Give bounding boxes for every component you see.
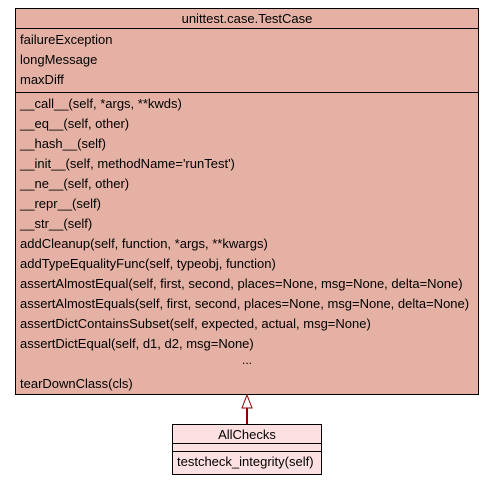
method-teardown-class: tearDownClass(cls) <box>20 376 133 391</box>
attribute-long-message: longMessage <box>20 52 98 67</box>
method-assert-dict-contains-subset: assertDictContainsSubset(self, expected,… <box>20 316 371 331</box>
testcase-class-name: unittest.case.TestCase <box>16 9 478 29</box>
method-init: __init__(self, methodName='runTest') <box>20 156 235 171</box>
method-eq: __eq__(self, other) <box>20 116 130 131</box>
method-add-cleanup: addCleanup(self, function, *args, **kwar… <box>20 236 268 251</box>
method-add-type-equality-func: addTypeEqualityFunc(self, typeobj, funct… <box>20 256 276 271</box>
method-str: __str__(self) <box>20 216 93 231</box>
attribute-failure-exception: failureException <box>20 32 113 47</box>
method-hash: __hash__(self) <box>20 136 106 151</box>
testcase-methods: __call__(self, *args, **kwds) __eq__(sel… <box>16 93 478 394</box>
method-ne: __ne__(self, other) <box>20 176 130 191</box>
method-testcheck-integrity: testcheck_integrity(self) <box>177 454 314 469</box>
attribute-max-diff: maxDiff <box>20 72 64 87</box>
method-repr: __repr__(self) <box>20 196 101 211</box>
allchecks-methods: testcheck_integrity(self) <box>173 452 321 472</box>
allchecks-class-name: AllChecks <box>173 425 321 444</box>
method-assert-almost-equals: assertAlmostEquals(self, first, second, … <box>20 296 470 311</box>
method-assert-almost-equal: assertAlmostEqual(self, first, second, p… <box>20 276 463 291</box>
methods-ellipsis: ... <box>241 353 252 367</box>
testcase-attributes: failureException longMessage maxDiff <box>16 29 478 93</box>
inheritance-arrowhead-icon <box>241 393 253 409</box>
allchecks-attributes <box>173 444 321 452</box>
allchecks-class-box[interactable]: AllChecks testcheck_integrity(self) <box>172 424 322 475</box>
testcase-class-box[interactable]: unittest.case.TestCase failureException … <box>15 8 479 395</box>
method-call: __call__(self, *args, **kwds) <box>20 96 182 111</box>
method-assert-dict-equal: assertDictEqual(self, d1, d2, msg=None) <box>20 336 254 351</box>
